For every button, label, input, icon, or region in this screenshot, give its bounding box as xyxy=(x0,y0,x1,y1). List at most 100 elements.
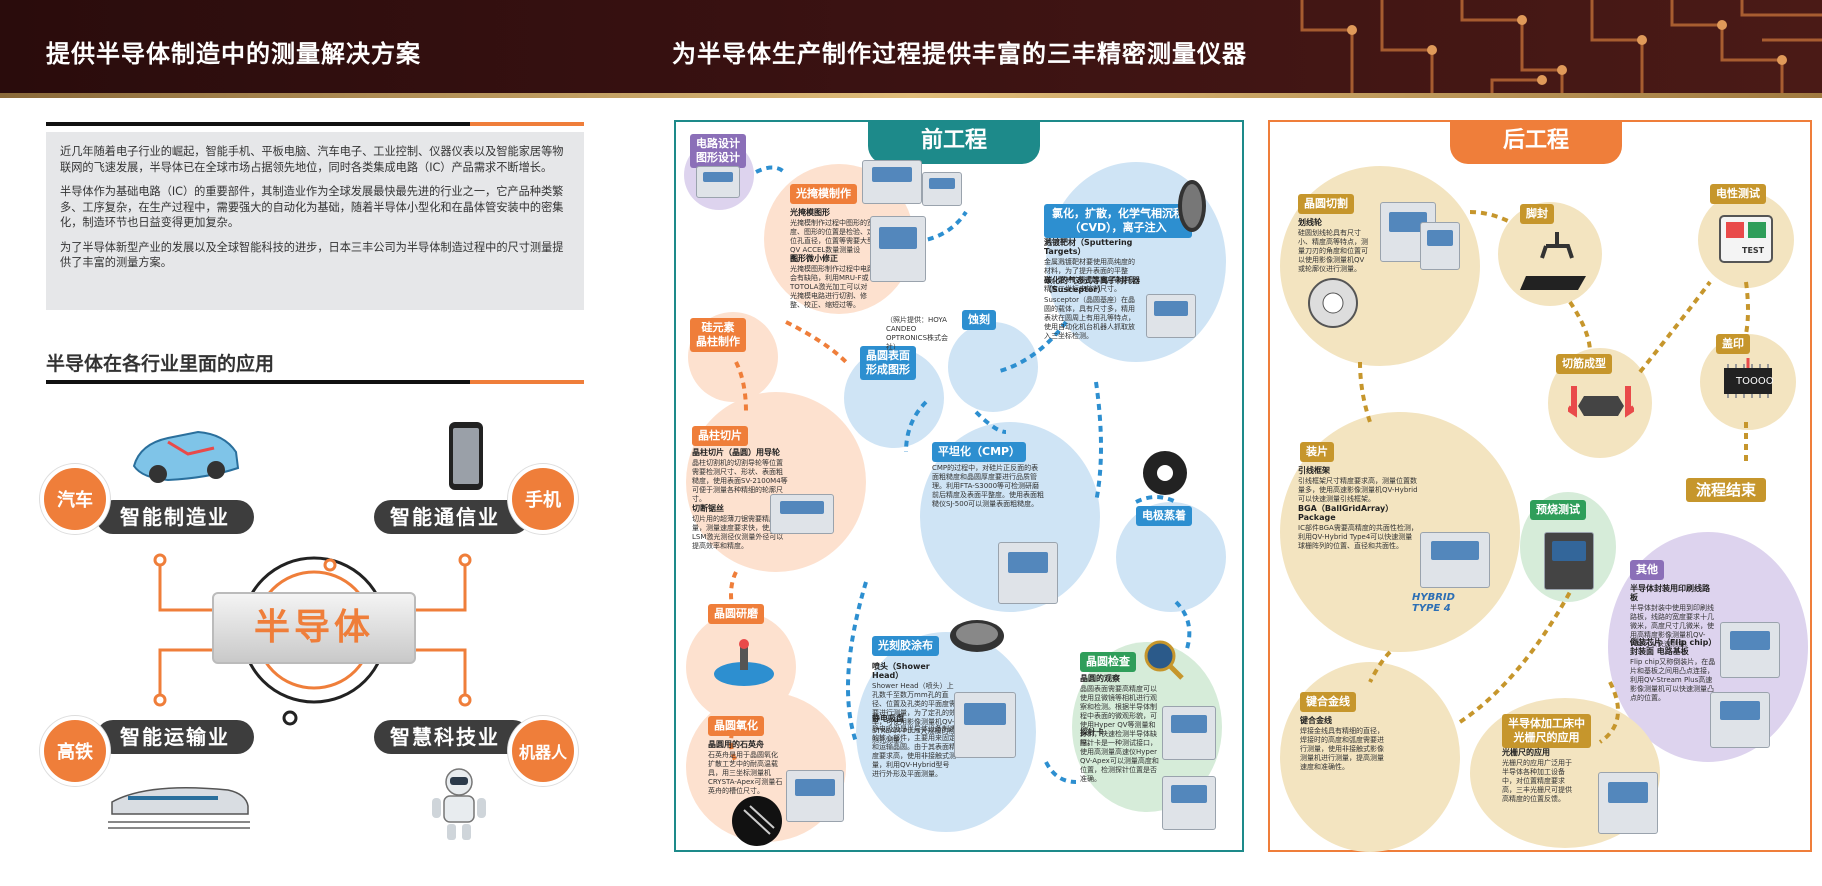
header-banner: 提供半导体制造中的测量解决方案 为半导体生产制作过程提供丰富的三丰精密测量仪器 xyxy=(0,0,1822,98)
step-oxidation-cvd: 氯化，扩散，化学气相沉积（CVD），离子注入 xyxy=(1044,204,1192,238)
note-sputter: 溅镀靶材（Sputtering Targets）金属溅镀靶材要使用高纯度的材料，… xyxy=(1044,238,1135,293)
section-rule-apps xyxy=(46,380,584,384)
train-image xyxy=(108,786,250,829)
step-end: 流程结束 xyxy=(1686,478,1767,502)
step-wafer-surface: 晶圆表面 形成图形 xyxy=(860,346,916,380)
note-cmp: CMP的过程中，对硅片正反面的表面粗糙度和晶圆厚度要进行品质管理。利用FTA-S… xyxy=(932,464,1044,508)
intro-box: 近几年随着电子行业的崛起，智能手机、平板电脑、汽车电子、工业控制、仪器仪表以及智… xyxy=(46,132,584,310)
note-lathe: 光栅尺的应用光栅尺的应用广泛用于半导体各种加工设备中，对位置精度要求高，三丰光栅… xyxy=(1502,748,1572,803)
note-susceptor: 碳化的气态式等离子衬托器（Susceptor）Susceptor（晶圆基座）在晶… xyxy=(1044,276,1140,340)
blob-etch xyxy=(948,322,1038,412)
quartz-boat-icon xyxy=(732,796,782,846)
test-label: TEST xyxy=(1742,246,1765,255)
industry-badge-car: 汽车 xyxy=(40,464,110,534)
step-cmp: 平坦化（CMP） xyxy=(932,442,1027,462)
industry-connector-lines xyxy=(153,553,472,726)
target-disc-icon xyxy=(1143,451,1187,495)
note-oxide: 晶圆用的石英舟石英舟是用于晶圆氧化扩散工艺中的耐高温载具，用三坐标测量机CRYS… xyxy=(708,740,783,795)
step-wafer-inspect: 晶圆检查 xyxy=(1080,652,1136,672)
test-meter-icon xyxy=(1719,215,1773,263)
semiconductor-center-label: 半导体 xyxy=(212,592,416,664)
step-electric-test: 电性测试 xyxy=(1710,184,1766,204)
step-resist-coat: 光刻胶涂布 xyxy=(872,636,939,656)
industry-label-manufacturing: 智能制造业 xyxy=(96,500,254,534)
industry-badge-phone: 手机 xyxy=(508,464,578,534)
car-image xyxy=(132,430,240,483)
roughness-tester-image xyxy=(998,542,1058,604)
qv-hybrid-image xyxy=(1420,532,1490,588)
note-wire: 键合金线焊接金线具有精细的直径，焊接时的高度和弧度需要进行测量，使用非接触式影像… xyxy=(1300,716,1384,771)
industry-label-communication: 智能通信业 xyxy=(374,500,530,534)
front-process-title: 前工程 xyxy=(868,120,1040,164)
step-electrode: 电极蒸着 xyxy=(1136,506,1192,526)
industry-label-tech: 智慧科技业 xyxy=(374,720,530,754)
burnin-rack-image xyxy=(1544,532,1594,590)
note-blade: 切断锯丝切片用的超薄刀锯需要精度测量，测量速度要求快，使用LSM激光测径仪测量外… xyxy=(692,504,784,550)
industry-label-transport: 智能运输业 xyxy=(96,720,254,754)
robot-image xyxy=(432,768,486,840)
vision-system-image xyxy=(954,692,1016,758)
magnifier-icon xyxy=(1144,640,1184,680)
front-process-panel: 前工程 xyxy=(674,120,1244,852)
applications-title: 半导体在各行业里面的应用 xyxy=(46,353,275,375)
laser-machine-image xyxy=(870,216,926,282)
note-slice: 晶柱切片（晶圆）用导轮晶柱切割机的切割导轮等位置需要检测尺寸、形状、表面粗糙度，… xyxy=(692,448,788,503)
measuring-machine-image xyxy=(862,160,922,204)
forming-icon xyxy=(1568,386,1634,418)
sealing-robot-icon xyxy=(1520,232,1586,290)
blob-ingot xyxy=(686,392,866,572)
note-shower: 喷头（Shower Head）Shower Head（喷头）上孔数千至数万mm孔… xyxy=(872,662,956,744)
intro-paragraph-2: 半导体作为基础电路（IC）的重要部件，其制造业作为全球发展最快最先进的行业之一，… xyxy=(60,185,564,229)
resist-wafer-icon xyxy=(950,620,1004,652)
note-inspect: 晶圆的观察晶圆表面需要高精度可以使用显微镜等相机进行观察和检测。根据半导体制程中… xyxy=(1080,674,1157,747)
header-gold-line xyxy=(0,93,1822,98)
note-leadframe: 引线框架引线框架尺寸精度要求高，测量位置数量多，使用高速影像测量机QV-Hybr… xyxy=(1298,466,1418,503)
step-lathe-scale: 半导体加工床中 光栅尺的应用 xyxy=(1502,714,1591,748)
qv-stream-image xyxy=(1710,692,1770,748)
phone-image xyxy=(449,422,483,490)
circuit-board-graphic xyxy=(1300,0,1822,98)
step-burnin: 预烧测试 xyxy=(1530,500,1586,520)
back-flow-arrows xyxy=(1358,210,1750,744)
note-dicing: 划线轮硅圆划线轮具有尺寸小、精度高等特点，测量刀刃的角度和位置可以使用影像测量机… xyxy=(1298,218,1368,273)
lathe-machine-image xyxy=(1598,772,1658,834)
step-ingot-slicing: 晶柱切片 xyxy=(692,426,748,446)
step-wire-bond: 键合金线 xyxy=(1300,692,1356,712)
microscope-image xyxy=(922,172,962,206)
profile-machine-image xyxy=(1420,222,1460,270)
step-photomask: 光掩模制作 xyxy=(790,184,857,204)
back-process-panel: 后工程 晶圆切割 脚封 电性测试 切筋成型 xyxy=(1268,120,1812,852)
intro-paragraph-1: 近几年随着电子行业的崛起，智能手机、平板电脑、汽车电子、工业控制、仪器仪表以及智… xyxy=(60,145,564,174)
step-other: 其他 xyxy=(1630,560,1664,580)
hyperqv-image xyxy=(1162,706,1216,760)
step-silicon-ingot: 硅元素 晶柱制作 xyxy=(690,318,746,352)
profiler-image xyxy=(770,494,834,534)
chip-icon xyxy=(1724,358,1772,398)
step-marking: 盖印 xyxy=(1716,334,1750,354)
step-wafer-oxide: 晶圆氧化 xyxy=(708,716,764,736)
industry-badge-robot: 机器人 xyxy=(508,716,578,786)
step-dicing: 晶圆切割 xyxy=(1298,194,1354,214)
note-photomask-b: 图形微小修正光掩模图形制作过程中电路会有缺陷，利用MRU-F或TOTOLA激光加… xyxy=(790,254,874,309)
step-circuit-design: 电路设计 图形设计 xyxy=(690,134,746,168)
intro-paragraph-3: 为了半导体新型产业的发展以及全球智能科技的进步，日本三丰公司为半导体制造过程中的… xyxy=(60,240,564,270)
step-sealing: 脚封 xyxy=(1520,204,1554,224)
note-photomask-credit: （照片提供：HOYA CANDEO OPTRONICS株式会社） xyxy=(886,316,949,351)
note-probe: 探针卡探针卡是一种测试接口，使用高测量高速仪Hyper QV-Apex可以测量高… xyxy=(1080,728,1159,783)
step-mounting: 装片 xyxy=(1300,442,1334,462)
section-rule-top xyxy=(46,122,584,126)
header-right-title: 为半导体生产制作过程提供丰富的三丰精密测量仪器 xyxy=(672,40,1247,68)
header-left-title: 提供半导体制造中的测量解决方案 xyxy=(46,40,421,68)
note-photomask-a: 光掩模图形光掩模制作过程中图形的宽度、图形的位置是检验、定位孔直径，位置等需要大… xyxy=(790,208,874,263)
note-chuck: 静电吸盘静电吸盘是半导体设备制造的核心部件，主要用来固定和运输晶圆。由于其表面精… xyxy=(872,714,956,778)
note-pcb: 半导体封装用印刷线路板半导体封装中使用到印刷线路板，线路的宽度要求十几微米，高度… xyxy=(1630,584,1714,648)
industry-badge-train: 高铁 xyxy=(40,716,110,786)
cmm-image xyxy=(1146,294,1196,338)
dicing-wheel-icon xyxy=(1308,278,1358,328)
monitor-image xyxy=(696,166,740,198)
back-process-title: 后工程 xyxy=(1450,120,1622,164)
qv-wli-image xyxy=(1720,622,1780,678)
